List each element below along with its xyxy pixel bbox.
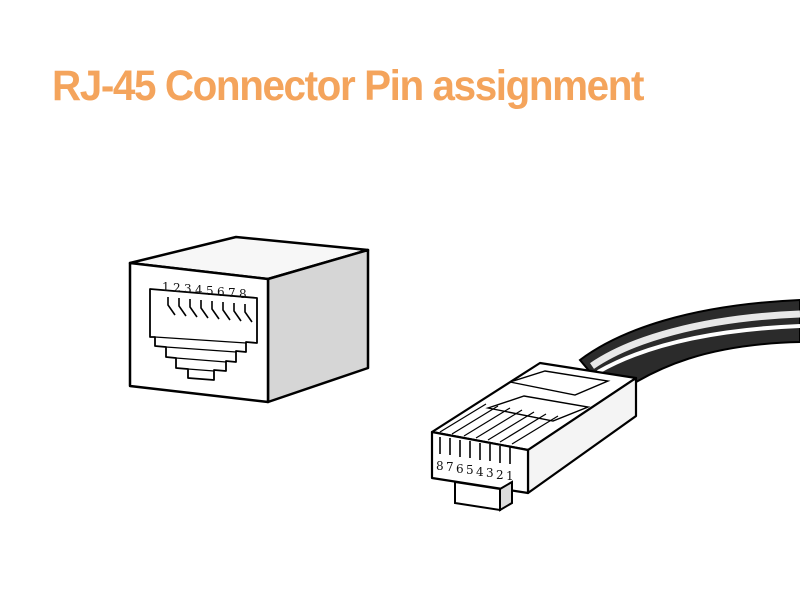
plug-front-face xyxy=(430,430,530,495)
plug-pin-label: 4 xyxy=(476,465,484,479)
jack-pin-5 xyxy=(211,301,220,320)
jack-pin-8 xyxy=(244,304,253,323)
jack-opening xyxy=(149,288,258,381)
jack-pin-label: 4 xyxy=(195,283,203,297)
jack-pin-6 xyxy=(222,302,231,321)
plug-top-panel-2 xyxy=(485,395,591,422)
jack-pin-4 xyxy=(200,300,209,319)
plug-pins xyxy=(439,437,511,464)
plug-pin-label: 8 xyxy=(436,459,444,473)
cable xyxy=(578,298,800,400)
jack-pin-label: 1 xyxy=(162,280,170,294)
plug-pin-label: 2 xyxy=(496,468,504,482)
plug-pin-label: 7 xyxy=(446,460,454,474)
jack-pin-label: 2 xyxy=(173,281,181,295)
rj45-plug: 8 7 6 5 4 3 2 1 xyxy=(430,298,800,512)
jack-pin-7 xyxy=(233,303,242,322)
jack-pins xyxy=(167,297,253,323)
jack-pin-label: 6 xyxy=(217,285,225,299)
jack-pin-label: 5 xyxy=(206,284,214,298)
plug-top-panel xyxy=(509,370,611,396)
cable-highlight-2 xyxy=(597,324,800,374)
plug-latch-side xyxy=(499,480,513,512)
jack-pin-label: 8 xyxy=(239,287,247,301)
plug-pin-label: 1 xyxy=(506,469,514,483)
jack-pin-labels: 1 2 3 4 5 6 7 8 xyxy=(162,280,247,301)
plug-pin-labels: 8 7 6 5 4 3 2 1 xyxy=(436,459,514,483)
cable-highlight xyxy=(590,310,800,369)
jack-pin-2 xyxy=(178,298,187,317)
jack-pin-label: 7 xyxy=(228,286,236,300)
jack-pin-1 xyxy=(167,297,176,316)
plug-pin-label: 6 xyxy=(456,462,464,476)
jack-opening-steps xyxy=(154,336,247,372)
page-title: RJ-45 Connector Pin assignment xyxy=(52,62,644,110)
plug-pin-label: 3 xyxy=(486,466,494,480)
plug-contact-ridges xyxy=(439,403,559,445)
jack-pin-label: 3 xyxy=(184,282,192,296)
jack-pin-3 xyxy=(189,299,198,318)
plug-pin-label: 5 xyxy=(466,463,474,477)
rj45-jack: 1 2 3 4 5 6 7 8 xyxy=(128,235,370,404)
